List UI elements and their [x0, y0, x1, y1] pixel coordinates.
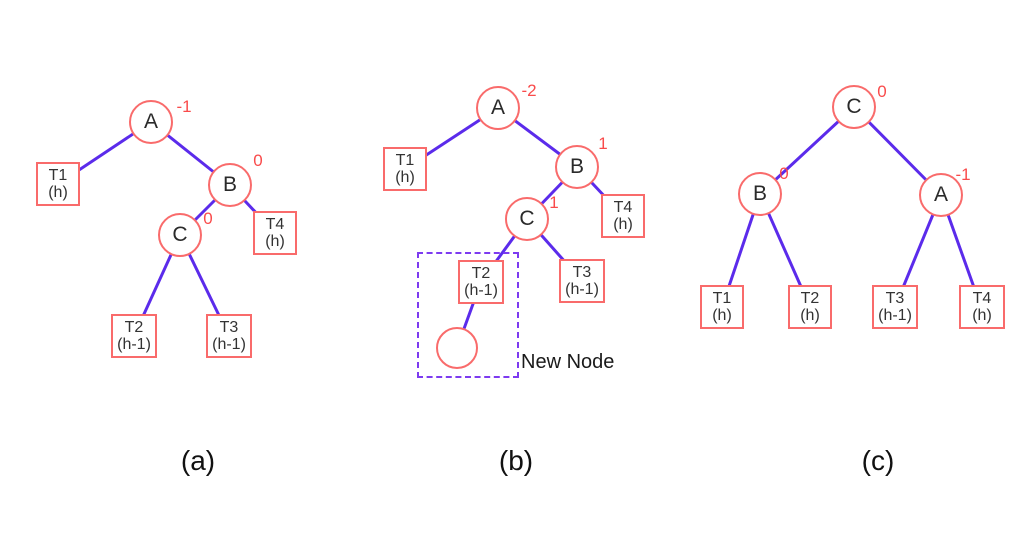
tree-a-node-C: C: [158, 213, 202, 257]
tree-b-leaf-T4: T4 (h): [601, 194, 645, 238]
node-label: A: [490, 96, 505, 119]
leaf-name: T3: [885, 290, 905, 307]
caption-a: (a): [180, 445, 216, 476]
leaf-height: (h-1): [212, 336, 246, 353]
tree-a-bf-B: 0: [253, 151, 263, 170]
node-label: A: [143, 110, 158, 133]
tree-b-leaf-T2: T2 (h-1): [458, 260, 504, 304]
tree-b-bf-C: 1: [549, 193, 559, 212]
tree-c-leaf-T3: T3 (h-1): [872, 285, 918, 329]
node-label: C: [172, 223, 188, 246]
node-label: A: [933, 183, 948, 206]
tree-a-leaf-T1: T1 (h): [36, 162, 80, 206]
caption-c: (c): [861, 445, 895, 476]
leaf-name: T2: [124, 319, 144, 336]
new-node-highlight-box: [417, 252, 519, 378]
leaf-height: (h-1): [878, 307, 912, 324]
tree-c-bf-C: 0: [877, 82, 887, 101]
tree-c-leaf-T2: T2 (h): [788, 285, 832, 329]
leaf-name: T3: [219, 319, 239, 336]
node-label: B: [569, 155, 584, 178]
leaf-name: T2: [800, 290, 820, 307]
tree-a-leaf-T3: T3 (h-1): [206, 314, 252, 358]
tree-b-bf-B: 1: [598, 134, 608, 153]
leaf-height: (h): [48, 184, 68, 201]
leaf-name: T1: [395, 152, 415, 169]
tree-b-bf-A: -2: [521, 81, 537, 100]
tree-c-bf-B: 0: [779, 164, 789, 183]
tree-a-bf-C: 0: [203, 209, 213, 228]
node-label: C: [519, 207, 535, 230]
node-label: B: [752, 182, 767, 205]
tree-b-new-node-circle: [436, 327, 478, 369]
leaf-height: (h): [265, 233, 285, 250]
tree-a-leaf-T4: T4 (h): [253, 211, 297, 255]
leaf-name: T2: [471, 265, 491, 282]
caption-b: (b): [498, 445, 534, 476]
tree-c-node-C: C: [832, 85, 876, 129]
leaf-name: T4: [972, 290, 992, 307]
leaf-height: (h-1): [565, 281, 599, 298]
tree-a-leaf-T2: T2 (h-1): [111, 314, 157, 358]
tree-a-node-B: B: [208, 163, 252, 207]
leaf-height: (h): [800, 307, 820, 324]
leaf-height: (h): [972, 307, 992, 324]
tree-b-leaf-T3: T3 (h-1): [559, 259, 605, 303]
leaf-height: (h-1): [117, 336, 151, 353]
tree-b-node-C: C: [505, 197, 549, 241]
tree-c-leaf-T4: T4 (h): [959, 285, 1005, 329]
tree-c-node-B: B: [738, 172, 782, 216]
tree-b-node-A: A: [476, 86, 520, 130]
new-node-annotation: New Node: [521, 351, 615, 373]
node-label: C: [846, 95, 862, 118]
tree-c-bf-A: -1: [955, 165, 971, 184]
leaf-height: (h-1): [464, 282, 498, 299]
leaf-name: T1: [712, 290, 732, 307]
leaf-name: T4: [265, 216, 285, 233]
tree-b-leaf-T1: T1 (h): [383, 147, 427, 191]
leaf-name: T3: [572, 264, 592, 281]
tree-c-leaf-T1: T1 (h): [700, 285, 744, 329]
tree-a-bf-A: -1: [176, 97, 192, 116]
leaf-name: T1: [48, 167, 68, 184]
tree-b-node-B: B: [555, 145, 599, 189]
node-label: B: [222, 173, 237, 196]
tree-a-node-A: A: [129, 100, 173, 144]
tree-c-node-A: A: [919, 173, 963, 217]
leaf-height: (h): [712, 307, 732, 324]
leaf-height: (h): [395, 169, 415, 186]
leaf-name: T4: [613, 199, 633, 216]
leaf-height: (h): [613, 216, 633, 233]
